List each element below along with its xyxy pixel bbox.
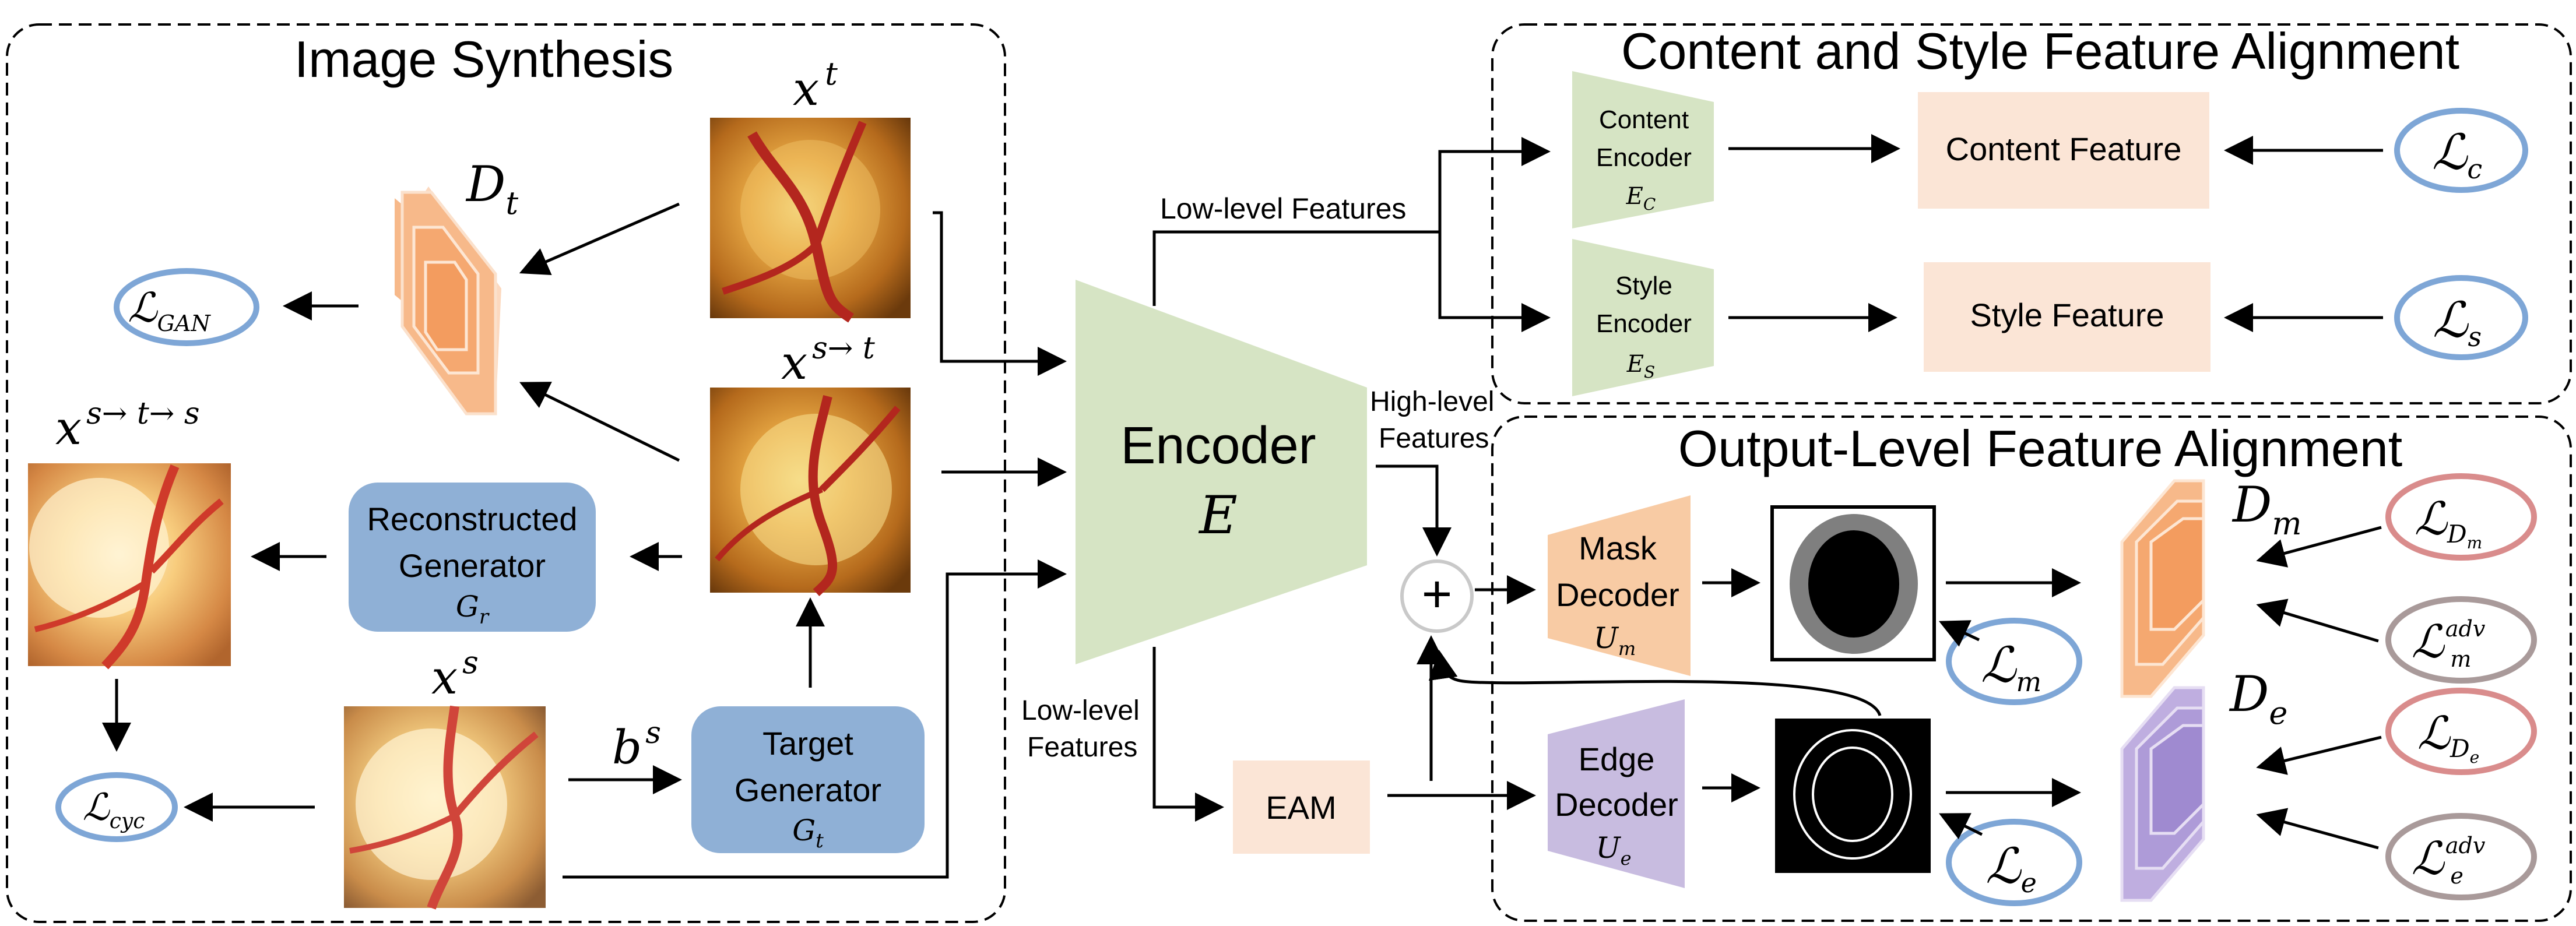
loss-gan: ℒGAN <box>114 268 259 346</box>
svg-text:xs→ t: xs→ t <box>781 331 875 390</box>
svg-text:ℒGAN: ℒGAN <box>128 284 211 336</box>
image-synthesis-title: Image Synthesis <box>294 30 674 88</box>
loss-style: ℒs <box>2394 275 2528 360</box>
loss-edge: ℒe <box>1946 819 2082 906</box>
svg-text:ℒcyc: ℒcyc <box>83 786 145 833</box>
style-feature-box: Style Feature <box>1924 262 2210 372</box>
label-dt: Dt <box>465 156 518 221</box>
svg-text:ℒe: ℒe <box>1985 837 2037 899</box>
svg-text:Encoder: Encoder <box>1596 143 1692 172</box>
svg-text:De: De <box>2229 666 2287 731</box>
translated-image-xst <box>710 388 911 596</box>
svg-text:Decoder: Decoder <box>1556 576 1679 613</box>
source-image-xs <box>344 705 546 910</box>
loss-dm: ℒDm <box>2385 473 2537 561</box>
high-level-features-l2: Features <box>1379 423 1489 454</box>
mask-decoder: Mask Decoder Um <box>1548 495 1691 676</box>
svg-text:Gr: Gr <box>456 590 490 629</box>
edge-decoder: Edge Decoder Ue <box>1548 699 1685 888</box>
svg-text:bs: bs <box>612 716 661 774</box>
svg-text:xs: xs <box>431 644 479 705</box>
target-image-xt <box>710 118 911 323</box>
image-synthesis-panel <box>6 23 1006 923</box>
svg-text:Style Feature: Style Feature <box>1970 297 2164 333</box>
reconstructed-generator: Reconstructed Generator Gr <box>349 483 596 632</box>
high-level-features-l1: High-level <box>1370 386 1494 417</box>
svg-text:ℒDm: ℒDm <box>2415 493 2482 552</box>
svg-text:Gt: Gt <box>792 814 824 853</box>
svg-text:Encoder: Encoder <box>1120 417 1316 475</box>
output-level-title: Output-Level Feature Alignment <box>1678 420 2402 477</box>
svg-text:Reconstructed: Reconstructed <box>367 501 577 537</box>
svg-text:+: + <box>1422 565 1453 624</box>
svg-text:ES: ES <box>1626 351 1655 382</box>
content-style-title: Content and Style Feature Alignment <box>1621 22 2459 80</box>
svg-text:Decoder: Decoder <box>1555 786 1678 823</box>
eam-box: EAM <box>1233 760 1370 854</box>
svg-text:Style: Style <box>1615 272 1672 300</box>
output-level-panel <box>1491 416 2572 922</box>
content-style-panel <box>1491 23 2572 404</box>
svg-text:EAM: EAM <box>1266 789 1336 826</box>
svg-text:Edge: Edge <box>1579 741 1655 777</box>
low-level-features-top: Low-level Features <box>1160 192 1406 225</box>
loss-mask: ℒm <box>1946 618 2082 705</box>
svg-text:EC: EC <box>1626 183 1656 214</box>
svg-text:ℒs: ℒs <box>2433 291 2482 353</box>
svg-text:ℒDe: ℒDe <box>2417 707 2479 767</box>
discriminator-de-icon <box>2120 686 2205 902</box>
svg-text:Dm: Dm <box>2231 476 2302 542</box>
content-encoder: Content Encoder EC <box>1572 71 1714 228</box>
discriminator-dm-icon <box>2120 479 2205 698</box>
label-de: De <box>2229 666 2287 731</box>
svg-text:Dt: Dt <box>465 156 518 221</box>
reconstructed-image-xsts <box>28 463 231 670</box>
loss-content: ℒc <box>2394 108 2528 193</box>
svg-text:E: E <box>1198 485 1238 546</box>
style-encoder: Style Encoder ES <box>1572 239 1714 396</box>
plus-node: + <box>1400 559 1474 633</box>
low-level-features-left-l1: Low-level <box>1021 695 1140 726</box>
svg-text:xt: xt <box>793 55 838 116</box>
svg-text:ℒc: ℒc <box>2432 124 2482 185</box>
svg-text:Target: Target <box>762 725 853 762</box>
svg-text:xs→ t→ s: xs→ t→ s <box>55 396 200 455</box>
target-generator: Target Generator Gt <box>691 706 925 853</box>
svg-text:ℒm: ℒm <box>1981 636 2041 698</box>
arrows <box>102 134 2383 879</box>
content-feature-box: Content Feature <box>1918 92 2209 209</box>
svg-text:Content: Content <box>1599 105 1689 134</box>
low-level-features-left-l2: Features <box>1027 732 1137 763</box>
mask-output-image <box>1770 505 1936 661</box>
svg-text:Encoder: Encoder <box>1596 309 1692 338</box>
loss-cyc: ℒcyc <box>55 772 178 842</box>
label-dm: Dm <box>2231 476 2302 542</box>
loss-de: ℒDe <box>2385 688 2537 775</box>
discriminator-dt-icon <box>392 186 501 416</box>
edge-output-image <box>1775 719 1931 873</box>
svg-text:Um: Um <box>1594 621 1636 660</box>
svg-text:Content Feature: Content Feature <box>1946 131 2182 167</box>
svg-text:Generator: Generator <box>735 772 881 808</box>
svg-text:Mask: Mask <box>1579 530 1657 566</box>
svg-text:Ue: Ue <box>1595 831 1631 869</box>
encoder-e: Encoder E <box>1076 280 1367 664</box>
svg-text:Generator: Generator <box>399 547 546 584</box>
